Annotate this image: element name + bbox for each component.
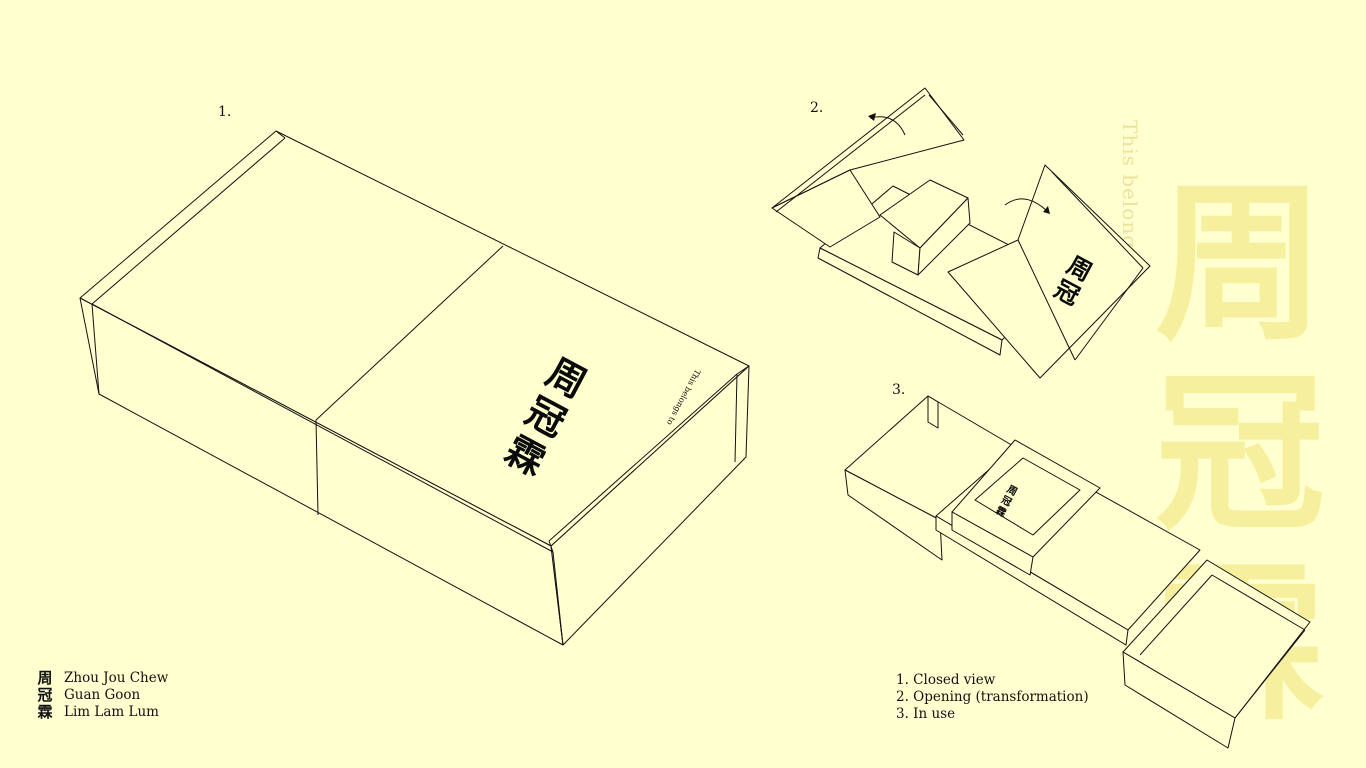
watermark-char-2: 冠	[1154, 356, 1325, 554]
caption-2: 2. Opening (transformation)	[896, 689, 1089, 705]
legend-glyph: 霖	[37, 703, 53, 721]
legend-text: Lim Lam Lum	[64, 704, 159, 720]
caption-1: 1. Closed view	[896, 672, 996, 688]
legend-glyph: 冠	[37, 686, 53, 704]
legend-row: 周 Zhou Jou Chew	[36, 670, 168, 687]
in-use-box-drawing	[844, 395, 1311, 749]
figure-captions: 1. Closed view 2. Opening (transformatio…	[896, 672, 1089, 723]
figure-3-label: 3.	[892, 382, 906, 398]
figure-2-label: 2.	[810, 100, 824, 116]
figure-1-label: 1.	[218, 104, 232, 120]
watermark-char-1: 周	[1154, 166, 1325, 364]
legend-glyph: 周	[37, 669, 53, 687]
legend-row: 冠 Guan Goon	[36, 687, 168, 704]
closed-box-drawing	[79, 130, 750, 646]
legend-text: Zhou Jou Chew	[64, 670, 169, 686]
name-legend: 周 Zhou Jou Chew 冠 Guan Goon 霖 Lim Lam Lu…	[36, 670, 168, 721]
legend-row: 霖 Lim Lam Lum	[36, 704, 168, 721]
caption-3: 3. In use	[896, 706, 956, 722]
legend-text: Guan Goon	[64, 687, 141, 703]
opening-box-drawing	[771, 87, 1151, 379]
